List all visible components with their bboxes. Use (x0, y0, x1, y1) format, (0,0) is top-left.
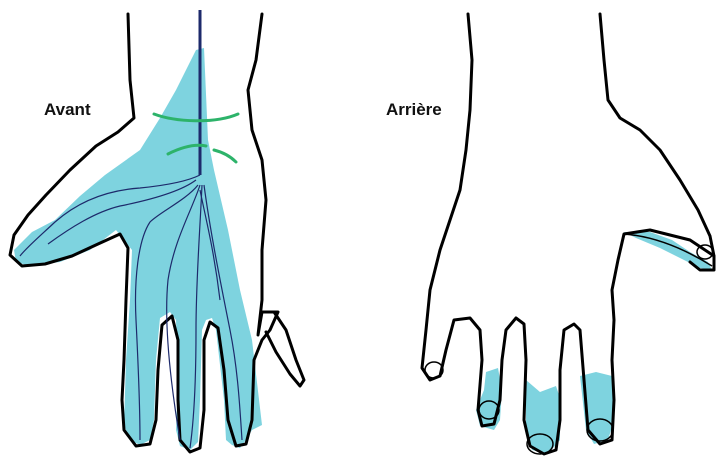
back-middle-tip-area (526, 380, 560, 454)
back-hand (422, 14, 714, 454)
front-hand (10, 10, 304, 452)
back-view-label: Arrière (386, 101, 442, 118)
front-view-label: Avant (44, 101, 91, 118)
back-thumb-area (624, 232, 712, 270)
back-wrist-outline (600, 14, 714, 256)
front-little-finger-outline (262, 312, 304, 386)
fingernails (425, 245, 713, 454)
back-hand-outline (422, 14, 714, 454)
